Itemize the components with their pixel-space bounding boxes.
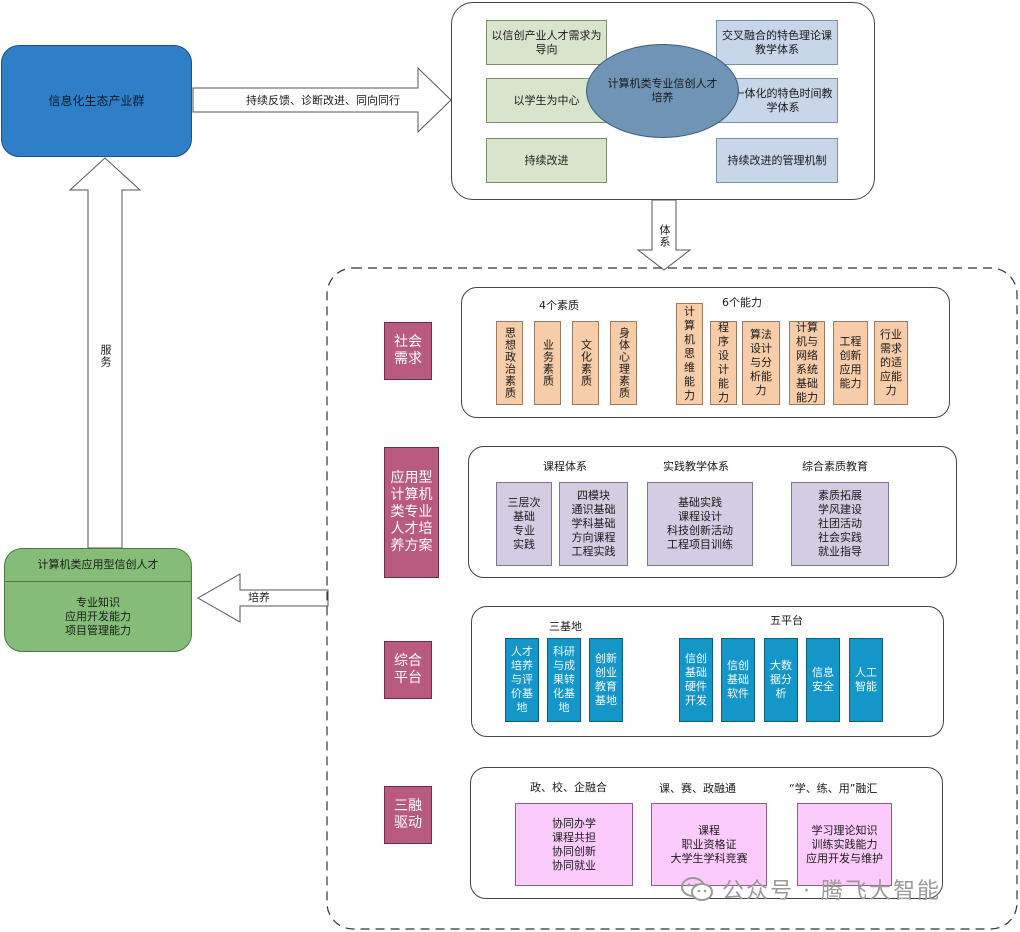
ability-5: 工程创新应用能力	[833, 321, 868, 405]
drive-label: 三融驱动	[384, 786, 432, 844]
abilities-title: 6个能力	[722, 296, 762, 309]
cultivate-arrow	[196, 573, 329, 623]
quality-edu-box: 素质拓展 学风建设 社团活动 社会实践 就业指导	[791, 482, 889, 566]
ecosystem-label: 信息化生态产业群	[48, 93, 145, 108]
quality-edu-title: 综合素质教育	[802, 460, 868, 473]
ecosystem-box: 信息化生态产业群	[1, 45, 192, 157]
top-left-box-1: 以信创产业人才需求为导向	[486, 20, 607, 65]
ability-3: 算法设计与分析能力	[742, 321, 780, 405]
system-label: 体系	[658, 224, 671, 248]
dashed-frame	[326, 267, 1018, 930]
platforms-title: 五平台	[770, 614, 803, 627]
ability-1: 计算机思维能力	[676, 303, 703, 405]
top-right-box-3: 持续改进的管理机制	[716, 138, 838, 183]
drive-g2-title: 课、赛、政融通	[659, 782, 736, 795]
top-left-box-2: 以学生为中心	[486, 78, 607, 123]
platform-label: 综合平台	[384, 641, 432, 699]
watermark-text: 公众号 · 腾飞大智能	[722, 879, 941, 904]
ability-2: 程序设计能力	[710, 321, 737, 405]
cultivate-label: 培养	[248, 591, 270, 604]
ability-6: 行业需求的适应能力	[874, 321, 908, 405]
top-center-ellipse: 计算机类专业信创人才培养	[586, 44, 739, 138]
course-title: 课程体系	[543, 460, 587, 473]
talent-title: 计算机类应用型信创人才	[5, 549, 191, 582]
feedback-arrow	[192, 66, 452, 134]
base-1: 人才培养与评价基地	[505, 638, 539, 722]
platform-5: 人工智能	[849, 638, 883, 722]
drive-g1-box: 协同办学 课程共担 协同创新 协同就业	[515, 803, 633, 886]
plan-label: 应用型计算机类专业人才培养方案	[384, 447, 439, 578]
social-label: 社会需求	[384, 322, 432, 380]
platform-2: 信创基础软件	[721, 638, 755, 722]
practice-box: 基础实践 课程设计 科技创新活动 工程项目训练	[647, 482, 753, 566]
ability-4: 计算机与网络系统基础能力	[789, 321, 825, 405]
talent-lines: 专业知识 应用开发能力 项目管理能力	[65, 596, 131, 637]
wechat-icon	[681, 877, 713, 901]
service-arrow	[68, 157, 142, 549]
quality-3: 文化素质	[572, 321, 599, 405]
course-box-b: 四模块 通识基础 学科基础 方向课程 工程实践	[559, 482, 628, 566]
base-2: 科研与成果转化基地	[547, 638, 581, 722]
platform-3: 大数据分析	[764, 638, 798, 722]
top-right-box-1: 交叉融合的特色理论课教学体系	[716, 20, 838, 65]
practice-title: 实践教学体系	[663, 460, 729, 473]
drive-g1-title: 政、校、企融合	[530, 781, 607, 794]
top-left-box-3: 持续改进	[486, 138, 607, 183]
drive-g3-box: 学习理论知识 训练实践能力 应用开发与维护	[797, 803, 892, 886]
feedback-label: 持续反馈、诊断改进、同向同行	[246, 94, 400, 107]
platform-4: 信息安全	[806, 638, 840, 722]
talent-box: 计算机类应用型信创人才 专业知识 应用开发能力 项目管理能力	[4, 548, 192, 652]
system-arrow	[636, 199, 692, 271]
platform-1: 信创基础硬件开发	[679, 638, 713, 722]
service-label: 服务	[99, 344, 112, 368]
course-box-a: 三层次 基础 专业 实践	[496, 482, 552, 566]
quality-1: 思想政治素质	[496, 321, 523, 405]
bases-title: 三基地	[549, 620, 582, 633]
watermark: 公众号 · 腾飞大智能	[680, 873, 941, 905]
base-3: 创新创业教育基地	[589, 638, 623, 722]
qualities-title: 4个素质	[539, 299, 579, 312]
quality-4: 身体心理素质	[610, 321, 637, 405]
quality-2: 业务素质	[534, 321, 561, 405]
drive-g3-title: “学、练、用”融汇	[789, 782, 878, 795]
